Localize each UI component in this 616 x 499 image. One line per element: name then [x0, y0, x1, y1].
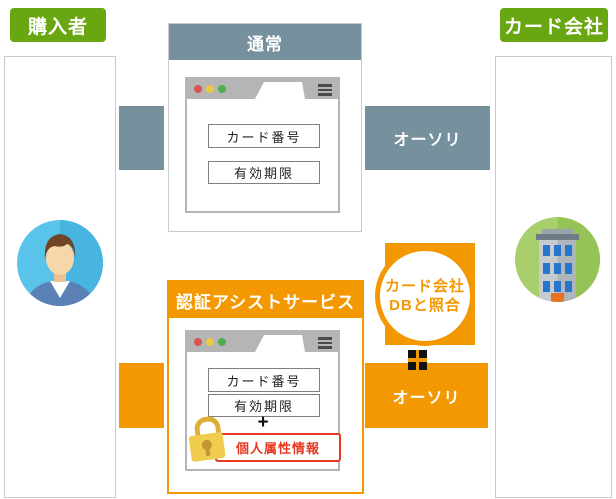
maximize-dot-icon [218, 85, 226, 93]
buyer-to-assist-connector [119, 363, 164, 428]
hamburger-menu-icon [318, 84, 332, 98]
plus-sign: + [257, 412, 269, 433]
buyer-to-normal-connector [119, 106, 164, 170]
db-match-line2: DBと照合 [389, 297, 461, 314]
buyer-label: 購入者 [10, 8, 106, 42]
normal-auth-connector: オーソリ [365, 106, 490, 170]
normal-flow-title: 通常 [169, 24, 361, 60]
expiry-date-field: 有効期限 [208, 161, 320, 184]
browser-titlebar [187, 79, 338, 99]
card-number-field: カード番号 [208, 124, 320, 148]
assist-auth-connector: オーソリ [365, 363, 488, 428]
maximize-dot-icon [218, 338, 226, 346]
browser-tab-shape [255, 335, 305, 352]
buyer-person-icon [17, 220, 103, 306]
card-number-field: カード番号 [208, 368, 320, 392]
db-match-badge: カード会社 DBと照合 [375, 246, 475, 346]
minimize-dot-icon [206, 85, 214, 93]
db-match-line1: カード会社 [384, 277, 465, 295]
close-dot-icon [194, 338, 202, 346]
browser-tab-shape [255, 82, 305, 99]
card-company-building-icon [515, 217, 600, 302]
hamburger-menu-icon [318, 337, 332, 351]
browser-titlebar [187, 332, 338, 352]
assist-flow-title: 認証アシストサービス [169, 282, 362, 318]
minimize-dot-icon [206, 338, 214, 346]
close-dot-icon [194, 85, 202, 93]
expiry-date-field: 有効期限 [208, 394, 320, 417]
personal-attribute-field: 個人属性情報 [215, 433, 341, 462]
card-company-label: カード会社 [500, 8, 608, 42]
db-link-grid-icon [408, 350, 427, 370]
lock-icon [186, 414, 226, 463]
